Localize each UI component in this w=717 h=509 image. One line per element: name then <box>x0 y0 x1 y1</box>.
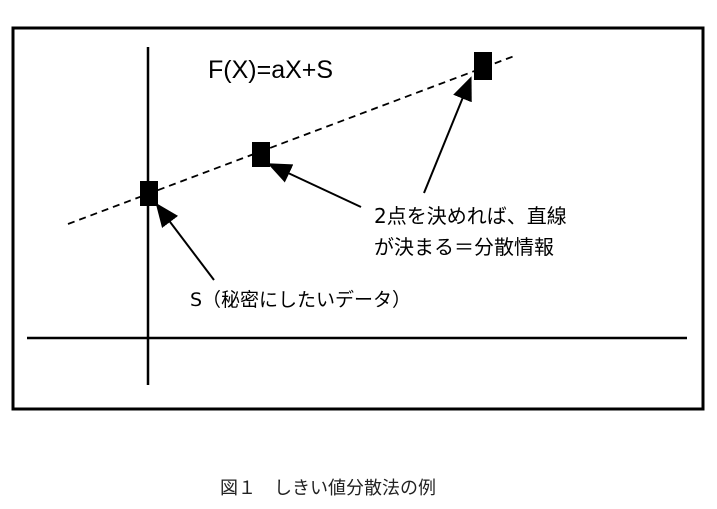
arrow-to-point-3 <box>423 76 472 194</box>
point-s <box>140 181 158 206</box>
point-3 <box>474 52 492 80</box>
arrow-to-point-2 <box>267 163 362 208</box>
note-line-2: が決まる＝分散情報 <box>374 235 554 259</box>
note-line-1: 2点を決めれば、直線 <box>374 204 567 228</box>
point-2 <box>252 142 270 167</box>
formula-label: F(X)=aX+S <box>208 56 334 84</box>
dashed-line <box>67 54 518 225</box>
frame-border <box>11 26 705 411</box>
secret-label: S（秘密にしたいデータ） <box>190 289 412 311</box>
figure-caption: 図１ しきい値分散法の例 <box>220 478 436 499</box>
arrow-to-point-s <box>155 202 215 281</box>
